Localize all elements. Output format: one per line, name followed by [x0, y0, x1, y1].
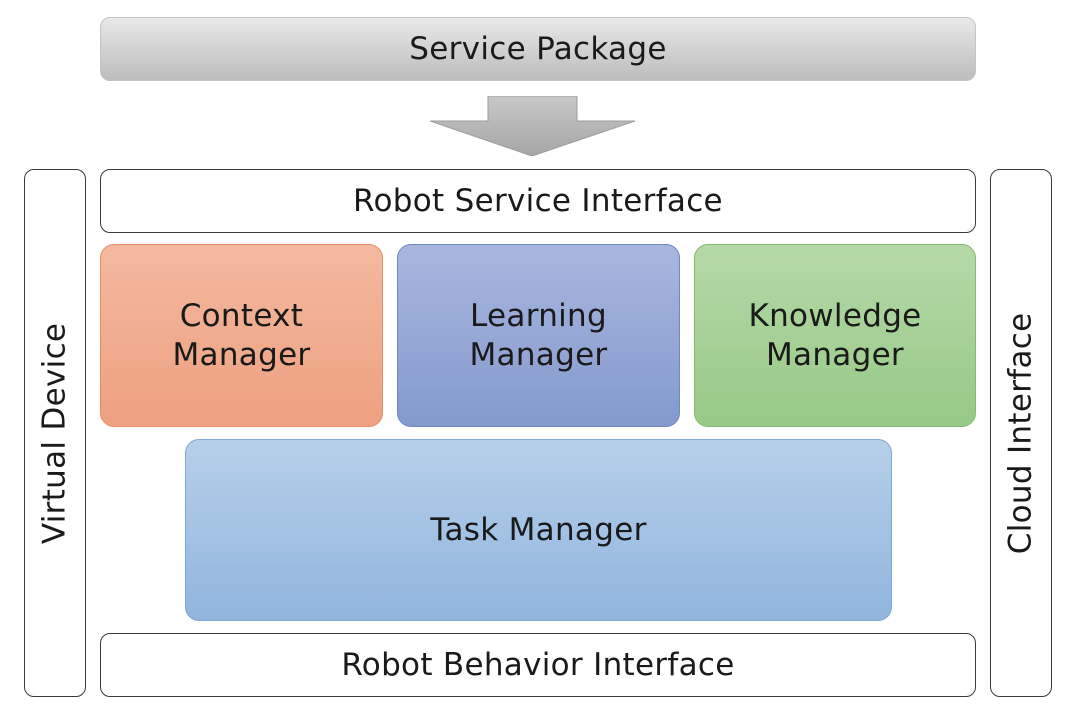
cloud-interface-label: Cloud Interface: [1002, 312, 1039, 554]
service-package-label: Service Package: [409, 30, 667, 67]
down-arrow-icon: [430, 96, 635, 156]
learning-manager-box: Learning Manager: [397, 244, 680, 427]
knowledge-manager-line-1: Knowledge: [748, 297, 922, 334]
task-manager-box: Task Manager: [185, 439, 892, 621]
knowledge-manager-label: Knowledge Manager: [748, 297, 921, 375]
robot-service-interface-box: Robot Service Interface: [100, 169, 976, 233]
robot-behavior-interface-label: Robot Behavior Interface: [341, 646, 735, 683]
learning-manager-line-2: Manager: [469, 336, 608, 373]
cloud-interface-box: Cloud Interface: [990, 169, 1052, 697]
learning-manager-label: Learning Manager: [470, 297, 608, 375]
context-manager-box: Context Manager: [100, 244, 383, 427]
virtual-device-box: Virtual Device: [24, 169, 86, 697]
context-manager-label: Context Manager: [173, 297, 311, 375]
robot-service-interface-label: Robot Service Interface: [353, 182, 723, 219]
task-manager-label: Task Manager: [430, 511, 647, 548]
context-manager-line-1: Context: [179, 297, 304, 334]
robot-behavior-interface-box: Robot Behavior Interface: [100, 633, 976, 697]
knowledge-manager-box: Knowledge Manager: [694, 244, 976, 427]
knowledge-manager-line-2: Manager: [766, 336, 904, 373]
learning-manager-line-1: Learning: [470, 297, 607, 334]
arrow-shape: [430, 96, 635, 156]
context-manager-line-2: Manager: [172, 336, 311, 373]
service-package-box: Service Package: [100, 17, 976, 81]
virtual-device-label: Virtual Device: [36, 322, 73, 544]
